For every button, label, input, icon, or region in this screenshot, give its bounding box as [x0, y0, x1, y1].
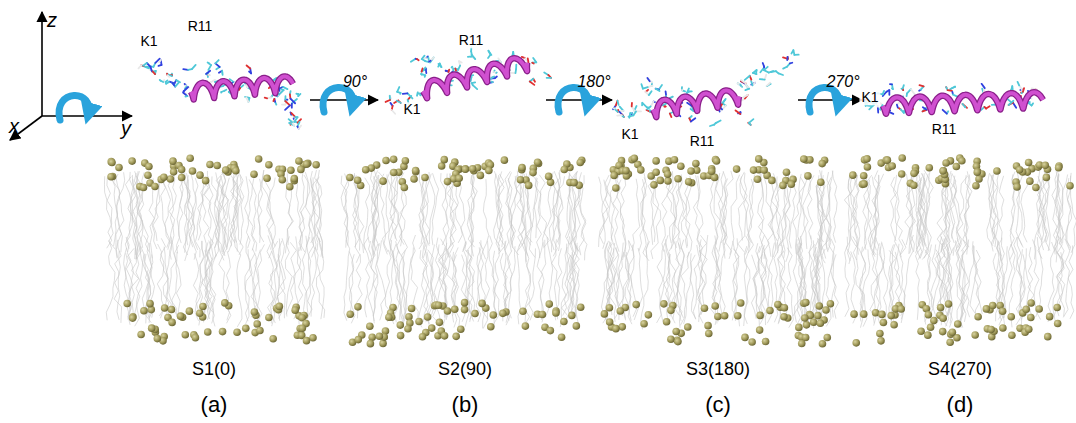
- panel-letter: (c): [705, 393, 731, 417]
- lipid-bilayer: [844, 154, 1076, 346]
- peptide-helix: [862, 82, 1043, 114]
- residue-label: K1: [138, 34, 159, 49]
- residue-label: R11: [186, 19, 215, 34]
- rotation-angle: 90°: [343, 73, 367, 91]
- peptide-helix: [613, 50, 799, 126]
- axes-symbol: [10, 12, 132, 140]
- system-label: S4(270): [928, 360, 992, 380]
- axis-label: z: [47, 9, 57, 31]
- lipid-bilayer: [104, 154, 324, 344]
- rotation-arrow: [546, 87, 612, 112]
- residue-label: R11: [688, 134, 717, 149]
- system-label: S1(0): [192, 360, 236, 380]
- lipid-bilayer: [599, 155, 839, 348]
- peptide-helix: [138, 59, 301, 129]
- residue-label: R11: [930, 122, 959, 137]
- system-label: S2(90): [438, 360, 492, 380]
- rotation-angle: 270°: [826, 73, 859, 91]
- rotation-angle: 180°: [577, 73, 610, 91]
- axis-label: x: [9, 115, 19, 137]
- residue-label: K1: [619, 127, 640, 142]
- lipid-bilayer: [341, 156, 587, 348]
- system-label: S3(180): [686, 360, 750, 380]
- panel-letter: (d): [947, 393, 974, 417]
- panel-letter: (a): [201, 393, 228, 417]
- rotation-arrow: [798, 87, 862, 112]
- panel-letter: (b): [452, 393, 479, 417]
- residue-label: K1: [859, 90, 880, 105]
- rotation-arrow: [310, 87, 378, 112]
- axis-label: y: [121, 117, 131, 139]
- residue-label: K1: [401, 102, 422, 117]
- residue-label: R11: [457, 33, 486, 48]
